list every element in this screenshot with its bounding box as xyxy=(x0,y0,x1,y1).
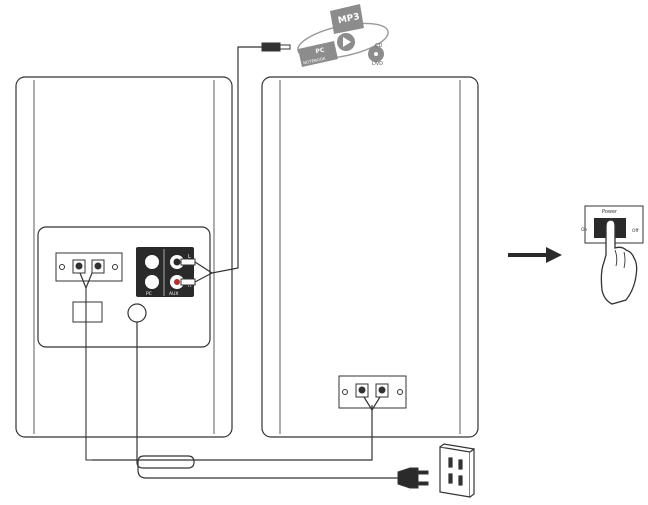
outlet-slot xyxy=(448,457,453,468)
finger-icon xyxy=(600,219,638,305)
terminal-clip-hole xyxy=(378,386,386,394)
power-switch-title: Power xyxy=(602,209,618,215)
outlet-slot xyxy=(448,473,453,484)
speaker-wire xyxy=(85,288,92,461)
left-speaker-terminal xyxy=(55,252,123,282)
speaker-wire-split xyxy=(363,396,381,412)
notebook-label: NOTEBOOK xyxy=(303,56,327,66)
volume-knob xyxy=(127,303,147,323)
rear-power-switch xyxy=(72,301,103,323)
pc-jack-lower xyxy=(145,275,159,289)
finger-crease xyxy=(614,249,618,267)
power-plug-prong xyxy=(417,481,429,486)
input-panel-body xyxy=(136,247,194,297)
left-speaker-cabinet xyxy=(15,76,233,438)
power-plug-prong xyxy=(417,470,429,475)
channel-r-label: R xyxy=(188,283,192,289)
finger-crease xyxy=(623,251,626,269)
terminal-screw xyxy=(397,389,403,395)
terminal-screw xyxy=(59,264,65,270)
wall-outlet xyxy=(439,443,475,498)
cd-badge-hole xyxy=(374,52,378,56)
play-icon xyxy=(343,37,351,47)
right-speaker xyxy=(261,76,479,438)
terminal-clip-hole xyxy=(358,386,366,394)
pc-input-label: PC xyxy=(146,291,152,297)
wall-outlet-plate xyxy=(439,446,471,498)
power-off-label: Off xyxy=(632,228,640,234)
power-plug xyxy=(397,467,429,489)
arrow-shaft xyxy=(508,253,548,257)
audio-plug-body xyxy=(261,42,281,52)
mp3-badge xyxy=(330,4,364,34)
audio-plug xyxy=(261,42,291,52)
terminal-screw xyxy=(342,389,348,395)
terminal-clip-hole xyxy=(75,262,83,270)
arrow-right-icon xyxy=(508,247,562,263)
power-cable xyxy=(136,322,398,479)
right-speaker-terminal xyxy=(338,375,407,409)
power-switch-closeup: Power On Off xyxy=(581,205,644,305)
cables xyxy=(79,46,398,479)
pc-badge-label: PC xyxy=(315,47,326,56)
dvd-label: DVD xyxy=(372,61,383,67)
rca-split-cable xyxy=(194,261,214,283)
pc-jack-upper xyxy=(145,255,159,269)
audio-plug-tip xyxy=(279,44,291,50)
terminal-plate xyxy=(338,375,407,409)
cd-label: CD xyxy=(375,43,382,49)
aux-jack-left-center xyxy=(173,258,181,266)
audio-cable xyxy=(211,46,264,274)
rca-plug-left xyxy=(180,258,196,266)
aux-input-label: AUX xyxy=(169,291,178,297)
arrow-head xyxy=(546,247,562,263)
power-on-label: On xyxy=(581,227,588,233)
power-plug-body xyxy=(397,467,419,489)
terminal-plate xyxy=(55,252,123,282)
left-speaker xyxy=(15,76,233,438)
wall-outlet-side xyxy=(469,447,475,498)
speaker-wire-to-right xyxy=(92,405,373,461)
media-source-badges: MP3 PC NOTEBOOK CD DVD xyxy=(297,4,389,67)
terminal-clip-hole xyxy=(94,262,102,270)
input-panel: L R PC AUX xyxy=(136,247,194,297)
terminal-screw xyxy=(112,264,118,270)
wall-outlet-top xyxy=(439,443,475,450)
mp3-badge-label: MP3 xyxy=(337,12,360,26)
outlet-slot xyxy=(458,475,463,486)
amplifier-back-panel xyxy=(37,226,211,348)
outlet-slot xyxy=(458,459,463,470)
pc-badge xyxy=(298,41,338,67)
aux-jack-right-center xyxy=(174,279,180,285)
rca-plug-right xyxy=(180,278,196,286)
right-speaker-cabinet xyxy=(261,76,479,438)
channel-l-label: L xyxy=(188,254,191,260)
